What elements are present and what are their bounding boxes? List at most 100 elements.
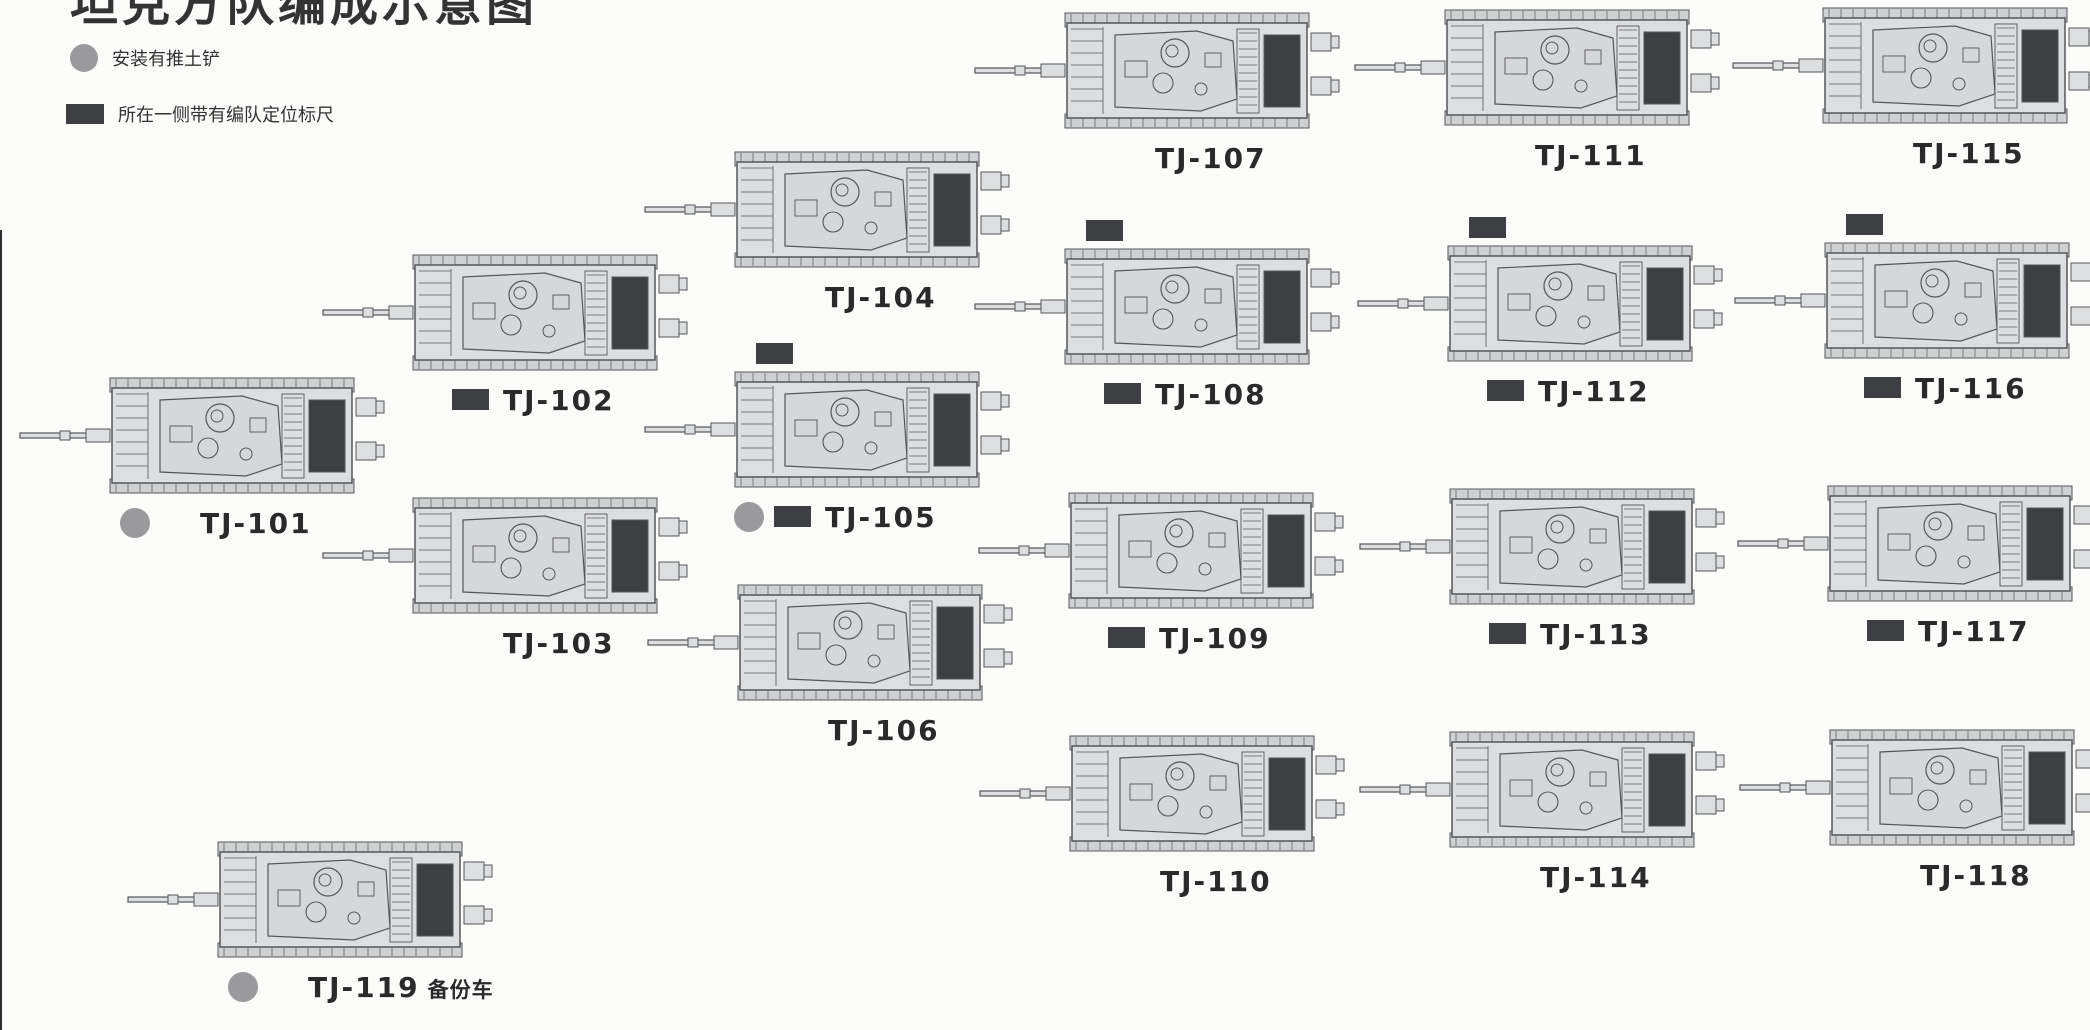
tank-label: TJ-111 <box>1535 139 1647 172</box>
tank-icon <box>644 151 1010 268</box>
ruler-marker-icon <box>1489 623 1526 644</box>
tank-label: TJ-108 <box>1155 378 1267 411</box>
page-edge-line <box>0 230 2 1030</box>
tank-tj-115 <box>1732 7 2090 124</box>
tank-id: TJ-109 <box>1159 622 1271 655</box>
tank-id: TJ-106 <box>828 714 940 747</box>
tank-label: TJ-112 <box>1538 375 1650 408</box>
ruler-marker-icon <box>66 104 104 124</box>
tank-label: TJ-113 <box>1540 618 1652 651</box>
tank-tj-102 <box>322 254 699 371</box>
tank-id: TJ-115 <box>1913 137 2025 170</box>
tank-id: TJ-101 <box>200 507 312 540</box>
tank-icon <box>1739 729 2090 846</box>
tank-id: TJ-104 <box>825 281 937 314</box>
tank-tj-116 <box>1734 242 2090 359</box>
tank-icon <box>1357 245 1723 362</box>
tank-icon <box>979 735 1345 852</box>
ruler-marker-icon <box>1846 214 1883 235</box>
dozer-marker-icon <box>228 972 258 1002</box>
tank-icon <box>1737 485 2090 602</box>
tank-icon <box>1354 9 1720 126</box>
tank-tj-109 <box>978 492 1355 609</box>
legend-ruler-label: 所在一侧带有编队定位标尺 <box>118 105 334 126</box>
diagram-title: 坦克方队编成示意图 <box>70 0 539 32</box>
tank-tj-118 <box>1739 729 2090 846</box>
tank-icon <box>127 841 493 958</box>
tank-id: TJ-119 <box>308 971 420 1004</box>
tank-label: TJ-103 <box>503 627 615 660</box>
tank-icon <box>322 254 688 371</box>
tank-tj-101 <box>19 377 396 494</box>
tank-label: TJ-118 <box>1920 859 2032 892</box>
tank-icon <box>974 12 1340 129</box>
tank-icon <box>1734 242 2090 359</box>
tank-tj-106 <box>647 584 1024 701</box>
tank-label: TJ-104 <box>825 281 937 314</box>
tank-id: TJ-103 <box>503 627 615 660</box>
tank-icon <box>1359 731 1725 848</box>
tank-tj-117 <box>1737 485 2090 602</box>
tank-icon <box>322 497 688 614</box>
ruler-marker-icon <box>774 506 811 527</box>
tank-tj-105 <box>644 371 1021 488</box>
tank-icon <box>1732 7 2090 124</box>
tank-id: TJ-118 <box>1920 859 2032 892</box>
tank-label: TJ-115 <box>1913 137 2025 170</box>
tank-id: TJ-111 <box>1535 139 1647 172</box>
tank-tj-110 <box>979 735 1356 852</box>
tank-icon <box>647 584 1013 701</box>
tank-tj-119 <box>127 841 504 958</box>
tank-id: TJ-112 <box>1538 375 1650 408</box>
tank-id: TJ-108 <box>1155 378 1267 411</box>
tank-suffix: 备份车 <box>427 978 494 1002</box>
tank-label: TJ-102 <box>503 384 615 417</box>
tank-icon <box>19 377 385 494</box>
ruler-marker-icon <box>1864 377 1901 398</box>
tank-tj-114 <box>1359 731 1736 848</box>
ruler-marker-icon <box>452 389 489 410</box>
ruler-marker-icon <box>1867 620 1904 641</box>
tank-tj-103 <box>322 497 699 614</box>
tank-id: TJ-102 <box>503 384 615 417</box>
tank-label: TJ-106 <box>828 714 940 747</box>
dozer-marker-icon <box>120 508 150 538</box>
ruler-marker-icon <box>756 343 793 364</box>
tank-label: TJ-105 <box>825 501 937 534</box>
ruler-marker-icon <box>1108 627 1145 648</box>
tank-id: TJ-113 <box>1540 618 1652 651</box>
tank-tj-113 <box>1359 488 1736 605</box>
tank-id: TJ-117 <box>1918 615 2030 648</box>
tank-id: TJ-107 <box>1155 142 1267 175</box>
tank-label: TJ-101 <box>200 507 312 540</box>
tank-icon <box>1359 488 1725 605</box>
tank-icon <box>644 371 1010 488</box>
tank-label: TJ-114 <box>1540 861 1652 894</box>
ruler-marker-icon <box>1104 383 1141 404</box>
tank-id: TJ-116 <box>1915 372 2027 405</box>
tank-id: TJ-110 <box>1160 865 1272 898</box>
dozer-marker-icon <box>734 502 764 532</box>
tank-tj-111 <box>1354 9 1731 126</box>
tank-label: TJ-116 <box>1915 372 2027 405</box>
tank-tj-107 <box>974 12 1351 129</box>
tank-icon <box>974 248 1340 365</box>
tank-label: TJ-117 <box>1918 615 2030 648</box>
dozer-marker-icon <box>70 44 98 72</box>
ruler-marker-icon <box>1086 220 1123 241</box>
tank-label: TJ-119 备份车 <box>308 971 494 1004</box>
tank-tj-112 <box>1357 245 1734 362</box>
ruler-marker-icon <box>1487 380 1524 401</box>
tank-label: TJ-110 <box>1160 865 1272 898</box>
tank-id: TJ-105 <box>825 501 937 534</box>
tank-icon <box>978 492 1344 609</box>
legend-item-ruler: 所在一侧带有编队定位标尺 <box>66 101 334 127</box>
tank-tj-108 <box>974 248 1351 365</box>
legend-dozer-label: 安装有推土铲 <box>112 49 220 70</box>
tank-label: TJ-107 <box>1155 142 1267 175</box>
ruler-marker-icon <box>1469 217 1506 238</box>
legend-item-dozer: 安装有推土铲 <box>70 44 220 72</box>
tank-label: TJ-109 <box>1159 622 1271 655</box>
tank-tj-104 <box>644 151 1021 268</box>
tank-id: TJ-114 <box>1540 861 1652 894</box>
